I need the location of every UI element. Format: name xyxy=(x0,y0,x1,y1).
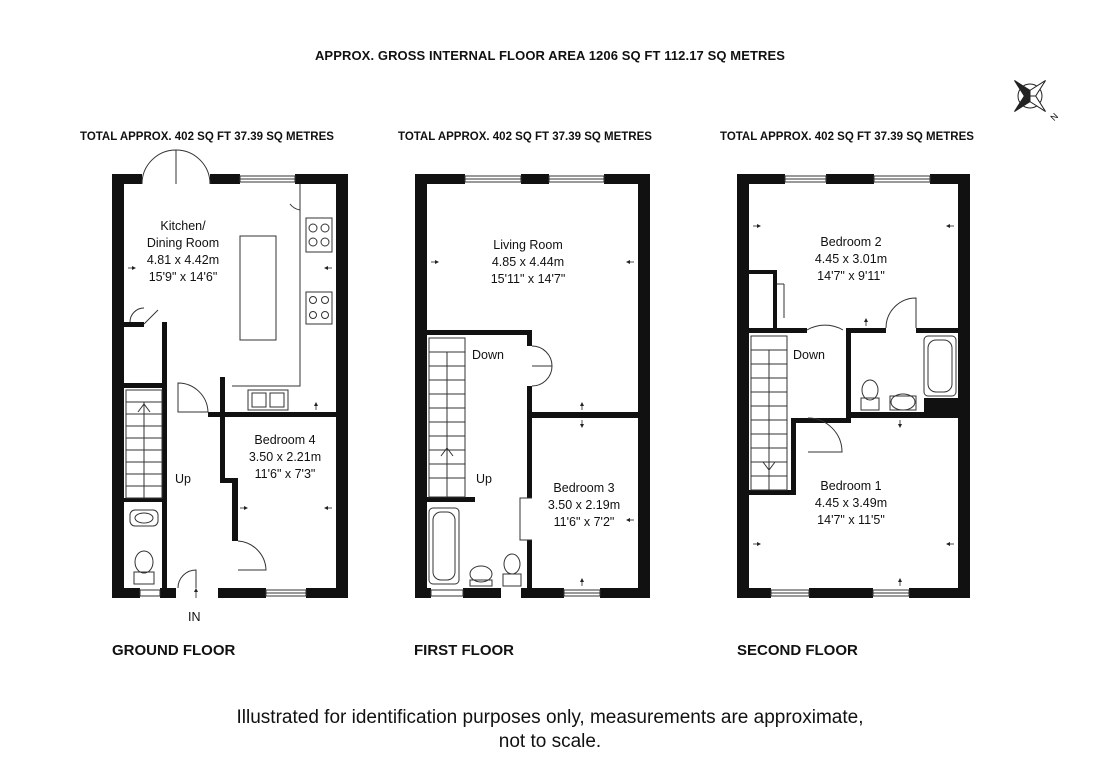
second-floor-dimension-arrows xyxy=(753,224,954,586)
ground-floor-total: TOTAL APPROX. 402 SQ FT 37.39 SQ METRES xyxy=(80,131,334,143)
room-name-line1: Bedroom 3 xyxy=(553,481,615,495)
stairs-down-label: Down xyxy=(472,348,504,362)
ground-floor-fixtures xyxy=(125,149,333,597)
second-floor-total: TOTAL APPROX. 402 SQ FT 37.39 SQ METRES xyxy=(720,131,974,143)
room-name-line1: Bedroom 4 xyxy=(254,433,316,447)
room-bedroom-3: Bedroom 3 3.50 x 2.19m 11'6" x 7'2" xyxy=(530,480,638,531)
disclaimer-line-2: not to scale. xyxy=(498,731,602,752)
room-name-line1: Living Room xyxy=(493,238,563,252)
stairs-down-label: Down xyxy=(793,348,825,362)
room-imperial: 11'6" x 7'3" xyxy=(254,467,316,481)
first-floor-dimension-arrows xyxy=(431,260,634,586)
room-name-line1: Kitchen/ xyxy=(160,219,206,233)
first-floor-plan xyxy=(415,174,650,598)
room-name-line1: Bedroom 2 xyxy=(820,235,882,249)
ground-floor-title: GROUND FLOOR xyxy=(112,642,236,659)
disclaimer-line-1: Illustrated for identification purposes … xyxy=(236,707,864,728)
room-metric: 4.85 x 4.44m xyxy=(491,255,565,269)
disclaimer: Illustrated for identification purposes … xyxy=(0,706,1100,754)
compass-rose-icon xyxy=(1014,80,1046,112)
room-bedroom-2: Bedroom 2 4.45 x 3.01m 14'7" x 9'11" xyxy=(796,234,906,285)
stairs-up-label: Up xyxy=(476,472,492,486)
entrance-label: IN xyxy=(188,610,201,624)
room-imperial: 14'7" x 11'5" xyxy=(817,513,885,527)
first-floor-total: TOTAL APPROX. 402 SQ FT 37.39 SQ METRES xyxy=(398,131,652,143)
gross-area-title: APPROX. GROSS INTERNAL FLOOR AREA 1206 S… xyxy=(314,48,786,63)
second-floor-title: SECOND FLOOR xyxy=(737,642,858,659)
first-floor-title: FIRST FLOOR xyxy=(414,642,514,659)
room-imperial: 15'11" x 14'7" xyxy=(490,272,566,286)
room-imperial: 11'6" x 7'2" xyxy=(553,515,615,529)
room-imperial: 14'7" x 9'11" xyxy=(817,269,885,283)
room-metric: 4.45 x 3.01m xyxy=(814,252,888,266)
second-floor-fixtures xyxy=(750,175,957,597)
room-living-room: Living Room 4.85 x 4.44m 15'11" x 14'7" xyxy=(468,237,588,288)
room-imperial: 15'9" x 14'6" xyxy=(148,270,218,284)
room-metric: 4.81 x 4.42m xyxy=(146,253,220,267)
room-metric: 3.50 x 2.21m xyxy=(248,450,322,464)
room-kitchen-dining: Kitchen/ Dining Room 4.81 x 4.42m 15'9" … xyxy=(128,218,238,286)
room-metric: 3.50 x 2.19m xyxy=(547,498,621,512)
room-name-line2: Dining Room xyxy=(146,236,220,250)
ground-floor-dimension-arrows xyxy=(128,266,332,598)
second-floor-plan xyxy=(737,174,970,598)
first-floor-fixtures xyxy=(428,175,605,597)
ground-floor-plan xyxy=(112,174,348,598)
room-bedroom-4: Bedroom 4 3.50 x 2.21m 11'6" x 7'3" xyxy=(230,432,340,483)
stairs-up-label: Up xyxy=(175,472,191,486)
room-metric: 4.45 x 3.49m xyxy=(814,496,888,510)
room-name-line1: Bedroom 1 xyxy=(820,479,882,493)
room-bedroom-1: Bedroom 1 4.45 x 3.49m 14'7" x 11'5" xyxy=(796,478,906,529)
